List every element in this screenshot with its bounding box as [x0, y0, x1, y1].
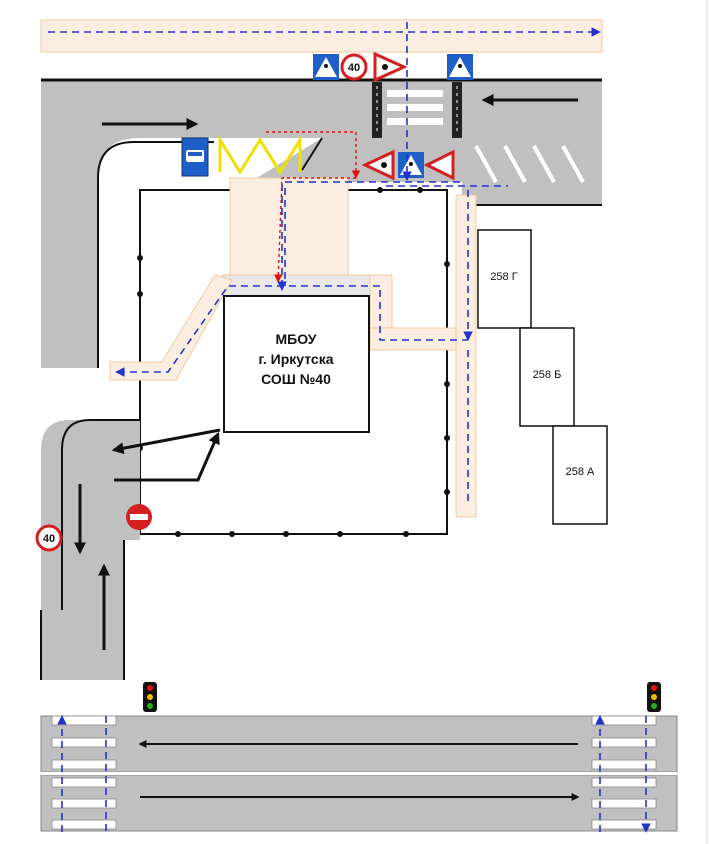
pedestrian-crossing-sign-left [313, 54, 339, 80]
pedestrian-crossing-sign-right [447, 54, 473, 80]
car-exit-arrow [111, 428, 221, 455]
school-name-line2: г. Иркутска [258, 351, 333, 367]
building-258b-label: 258 Б [533, 369, 562, 381]
speed-limit-sign-left: 40 [35, 524, 63, 552]
bottom-crossing-routes [57, 715, 651, 833]
building-258g-label: 258 Г [490, 271, 517, 283]
pedestrian-routes [48, 22, 601, 505]
bottom-zebra-left [51, 715, 117, 830]
children-warning-sign-top [373, 51, 408, 83]
left-driveway-road [40, 419, 140, 680]
building-258g: 258 Г [477, 229, 532, 329]
building-258a: 258 А [552, 425, 608, 525]
speed-limit-top-value: 40 [348, 62, 360, 74]
children-warning-sign-bottom [361, 149, 395, 181]
traffic-light-left-icon [143, 682, 157, 712]
pedestrian-crossing-sign-bottom [398, 152, 424, 178]
bottom-zebra-right [591, 715, 657, 830]
alternate-route [266, 131, 361, 283]
bottom-road [40, 715, 678, 832]
warning-triangle-sign [423, 149, 455, 181]
school-name-line3: СОШ №40 [261, 371, 331, 387]
parking-markings [474, 145, 585, 183]
traffic-light-right-icon [647, 682, 661, 712]
speed-limit-sign-top: 40 [340, 53, 368, 81]
speed-limit-left-value: 40 [43, 533, 55, 545]
building-258a-label: 258 А [566, 466, 595, 478]
no-entry-sign [126, 504, 152, 530]
car-entry-arrow [114, 431, 220, 482]
school-building: МБОУ г. Иркутска СОШ №40 [223, 295, 370, 433]
bus-stop-icon [181, 137, 209, 177]
school-name-line1: МБОУ [276, 331, 317, 347]
zigzag-marking [218, 134, 302, 175]
building-258b: 258 Б [519, 327, 575, 427]
top-sidewalk [40, 19, 603, 53]
top-zebra-crossing [372, 82, 462, 138]
